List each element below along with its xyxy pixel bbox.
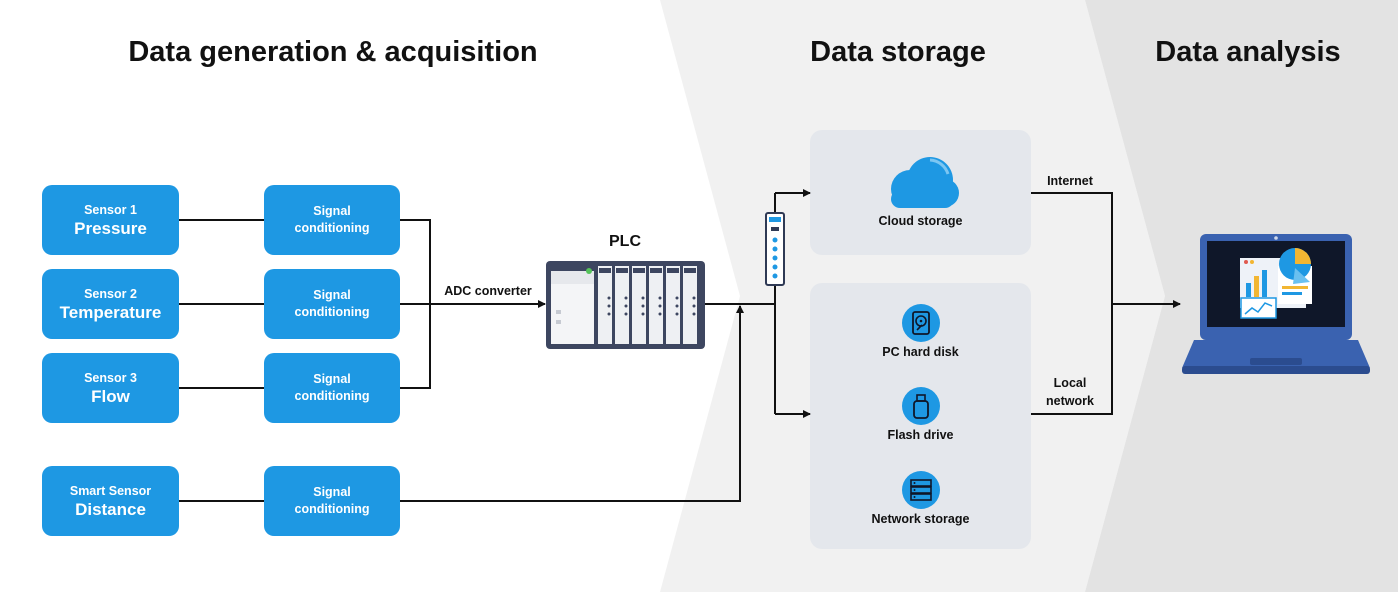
sensor-label: Sensor 1 [84,203,137,217]
wire-smart-to-plc [400,305,744,502]
sensor-label: Sensor 3 [84,371,137,385]
plc-label: PLC [609,233,641,250]
adc-converter-label: ADC converter [444,284,532,298]
signal-conditioning-3: Signal conditioning [264,353,400,423]
sensor-2-box: Sensor 2 Temperature [42,269,179,339]
signal-conditioning-4: Signal conditioning [264,466,400,536]
conditioning-line2: conditioning [294,389,370,403]
hard-disk-label: PC hard disk [882,345,959,359]
sensor-3-box: Sensor 3 Flow [42,353,179,423]
sensor-type: Temperature [59,303,162,322]
internet-label: Internet [1047,174,1093,188]
local-network-label-line2: network [1046,394,1094,408]
conditioning-line2: conditioning [294,221,370,235]
network-switch-icon [765,212,785,286]
conditioning-line2: conditioning [294,305,370,319]
server-icon [902,471,940,509]
cloud-storage-label: Cloud storage [878,214,963,228]
conditioning-line1: Signal [313,485,351,499]
sensor-type: Pressure [74,219,147,238]
conditioning-line1: Signal [313,288,351,302]
cloud-icon [891,157,959,208]
conditioning-line1: Signal [313,204,351,218]
network-storage-label: Network storage [871,512,970,526]
sensor-label: Smart Sensor [69,484,152,498]
laptop-icon [1182,234,1370,374]
flash-drive-label: Flash drive [887,428,954,442]
signal-conditioning-1: Signal conditioning [264,185,400,255]
flash-drive-icon [902,387,940,425]
title-analysis: Data analysis [1155,36,1341,68]
sensor-label: Sensor 2 [84,287,137,301]
title-storage: Data storage [810,36,986,68]
smart-sensor-box: Smart Sensor Distance [42,466,179,536]
title-acquisition: Data generation & acquisition [128,36,538,68]
sensor-type: Flow [91,387,130,406]
hard-disk-icon [902,304,940,342]
local-network-label-line1: Local [1053,376,1087,390]
sensor-type: Distance [75,500,146,519]
conditioning-line2: conditioning [294,502,370,516]
plc-icon [546,261,705,349]
sensor-1-box: Sensor 1 Pressure [42,185,179,255]
conditioning-line1: Signal [313,372,351,386]
signal-conditioning-2: Signal conditioning [264,269,400,339]
